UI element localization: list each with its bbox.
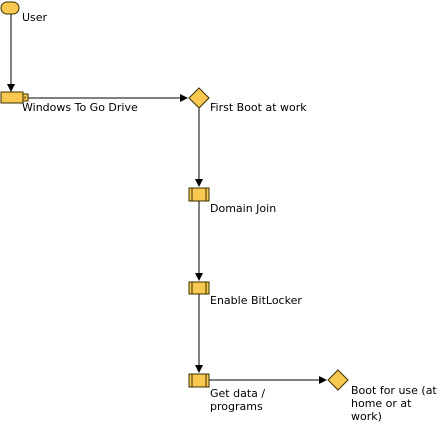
enable-bitlocker-label: Enable BitLocker — [210, 294, 302, 307]
bitlocker-process-shape[interactable] — [188, 281, 210, 295]
windows-to-go-drive-label: Windows To Go Drive — [22, 101, 138, 114]
usb-drive-icon[interactable] — [0, 91, 29, 104]
user-terminator-shape[interactable] — [0, 1, 20, 15]
domain-join-label: Domain Join — [210, 202, 277, 215]
first-boot-decision-shape[interactable] — [188, 87, 210, 109]
connectors — [7, 14, 327, 384]
boot-for-use-label: Boot for use (at home or at work) — [351, 384, 437, 423]
domain-join-process-shape[interactable] — [188, 187, 210, 202]
user-label: User — [22, 11, 48, 24]
boot-for-use-decision-shape[interactable] — [327, 369, 349, 391]
workflow-diagram — [0, 1, 349, 391]
first-boot-label: First Boot at work — [210, 101, 307, 114]
get-data-label: Get data / programs — [210, 387, 266, 413]
get-data-process-shape[interactable] — [188, 373, 210, 388]
